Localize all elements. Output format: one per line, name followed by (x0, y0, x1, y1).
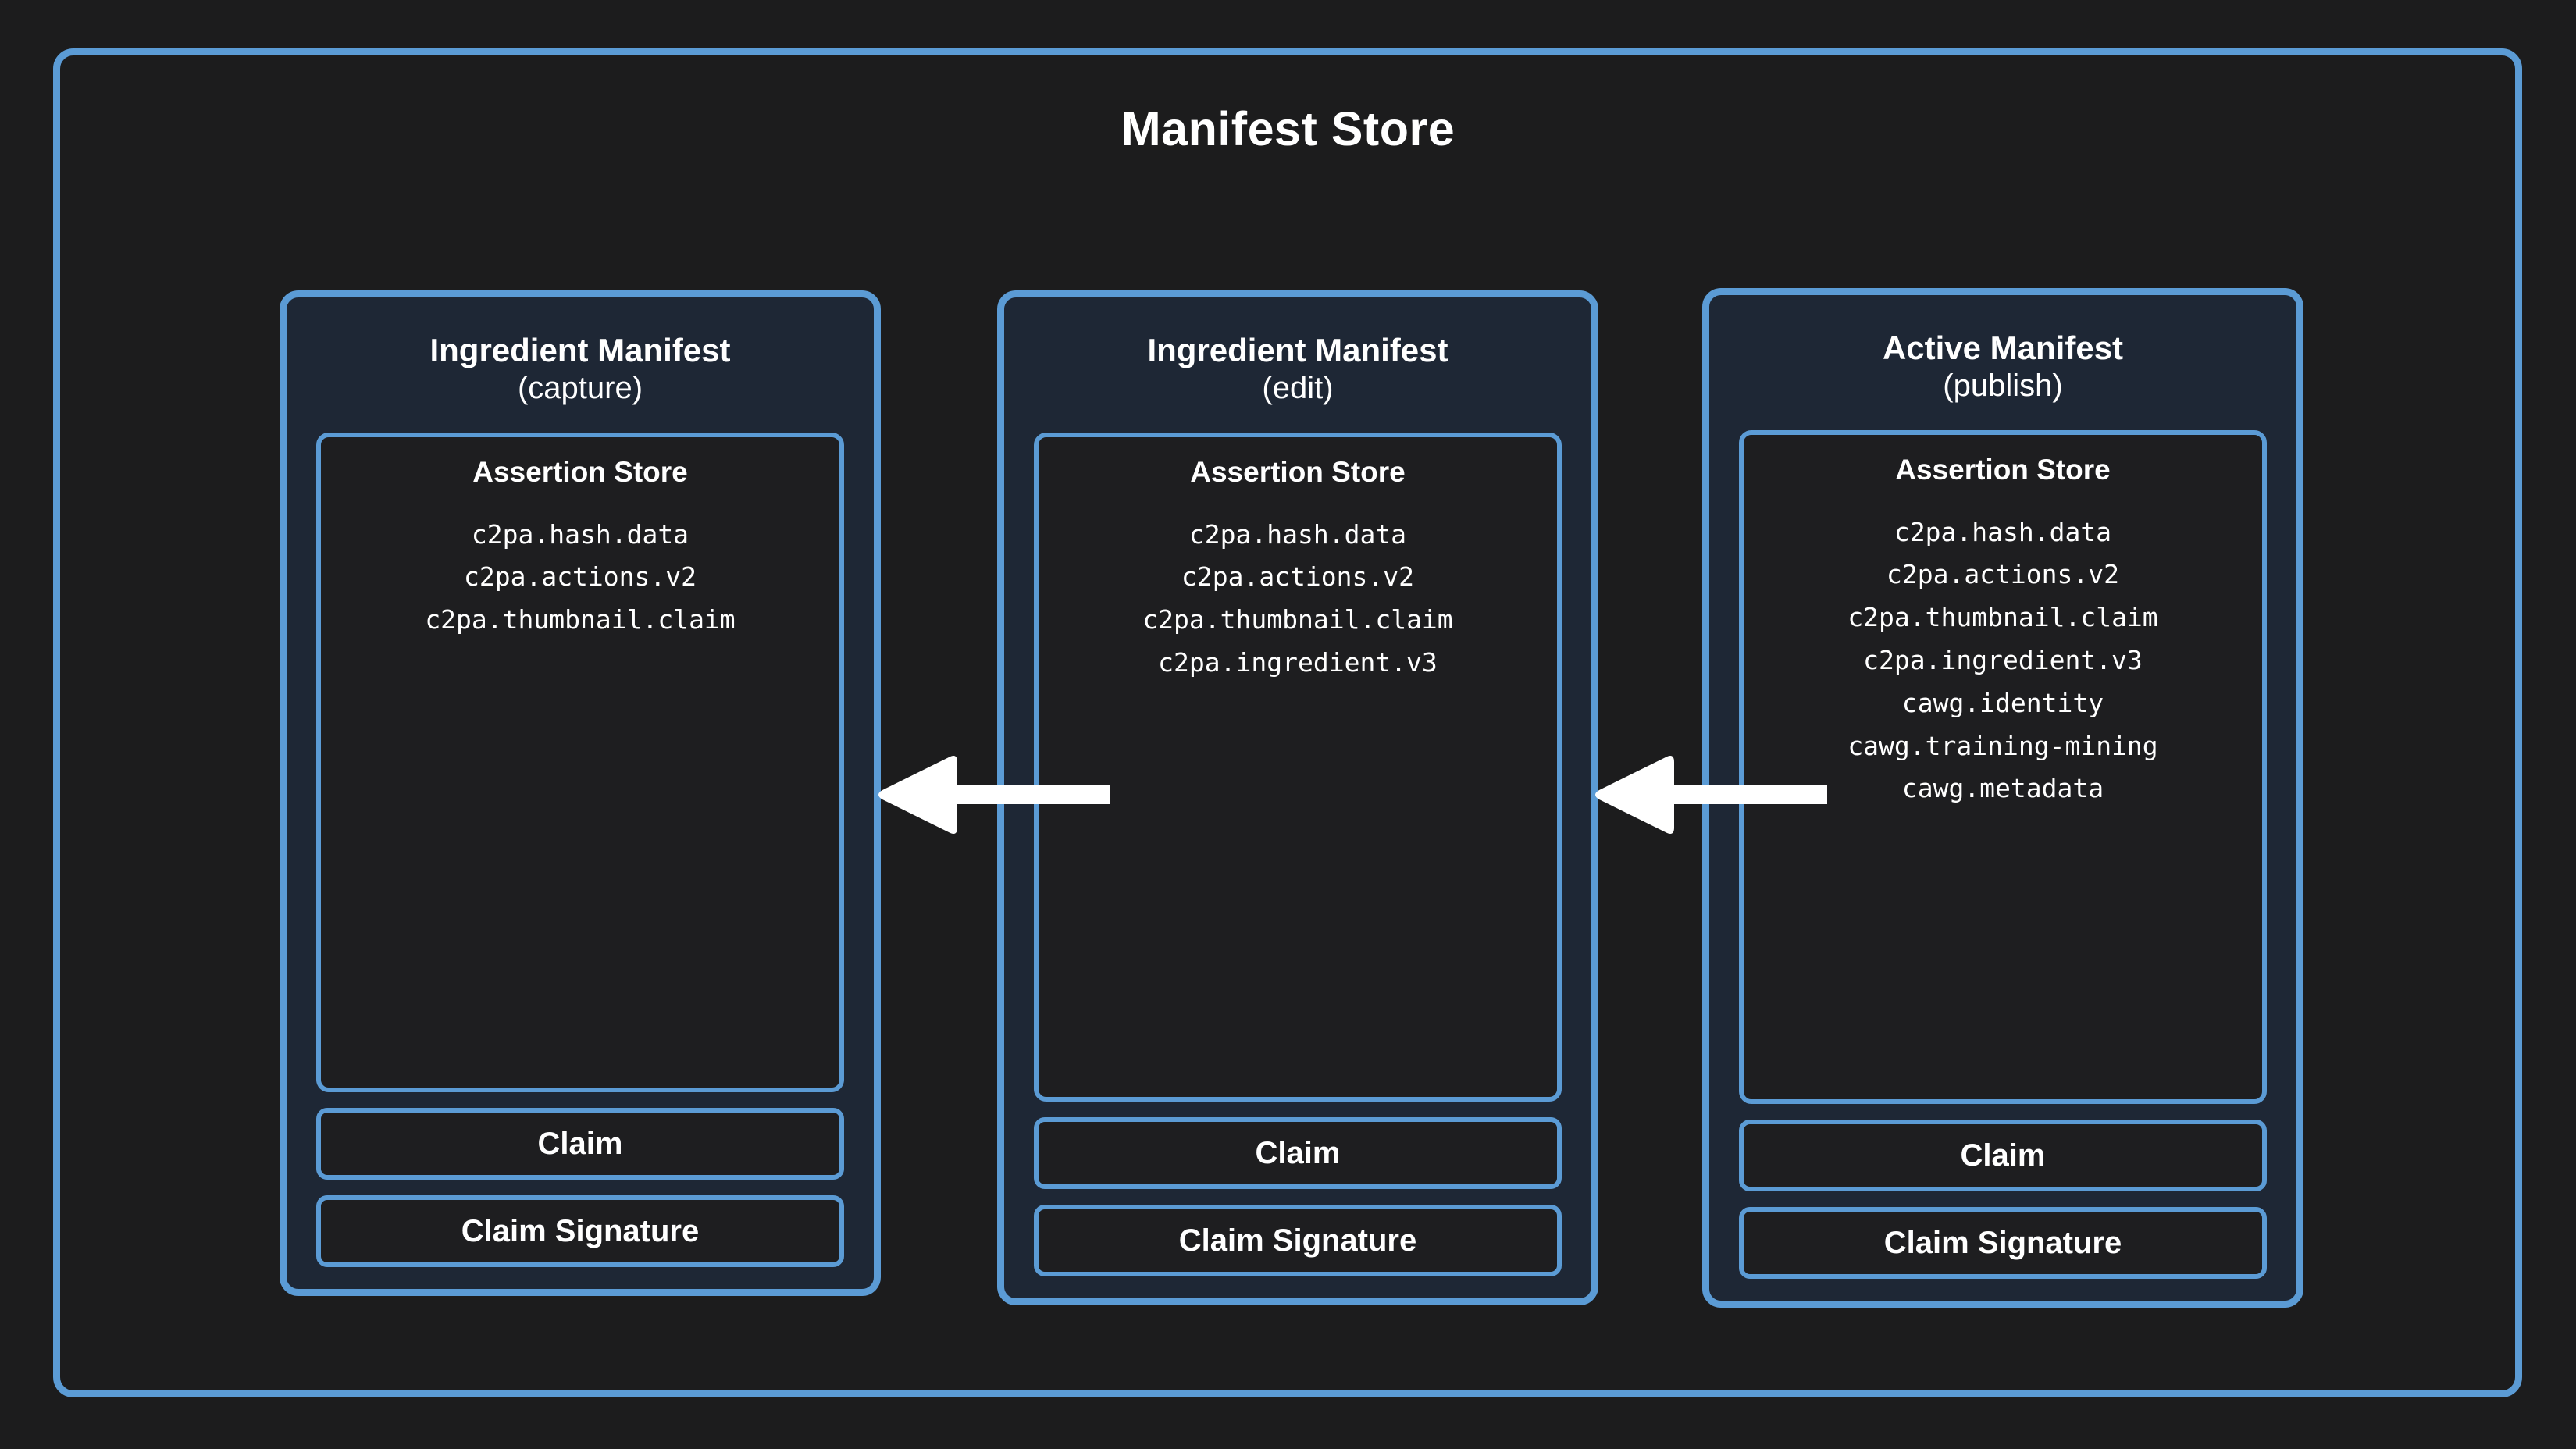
assertion-store-box: Assertion Store c2pa.hash.data c2pa.acti… (316, 432, 844, 1092)
assertion-item: c2pa.hash.data (1188, 518, 1407, 550)
panel-header: Ingredient Manifest (capture) (316, 297, 844, 415)
assertion-item: c2pa.ingredient.v3 (1863, 644, 2143, 675)
claim-signature-label: Claim Signature (1178, 1223, 1417, 1258)
claim-signature-box[interactable]: Claim Signature (316, 1195, 844, 1267)
claim-label: Claim (537, 1126, 623, 1161)
page-title: Manifest Store (1121, 102, 1455, 155)
claim-signature-box[interactable]: Claim Signature (1739, 1207, 2267, 1279)
assertion-item: cawg.training-mining (1847, 730, 2158, 761)
assertion-store-box: Assertion Store c2pa.hash.data c2pa.acti… (1034, 432, 1562, 1102)
assertion-item: c2pa.thumbnail.claim (1142, 604, 1453, 635)
assertion-item: c2pa.ingredient.v3 (1158, 646, 1438, 678)
claim-box[interactable]: Claim (1034, 1117, 1562, 1189)
assertion-item: c2pa.hash.data (471, 518, 689, 550)
panel-title: Active Manifest (1882, 329, 2124, 366)
assertion-store-title: Assertion Store (1190, 455, 1406, 488)
claim-box[interactable]: Claim (316, 1108, 844, 1180)
assertion-store-box: Assertion Store c2pa.hash.data c2pa.acti… (1739, 429, 2267, 1104)
assertion-list: c2pa.hash.data c2pa.actions.v2 c2pa.thum… (425, 514, 735, 642)
manifest-panel-ingredient-edit[interactable]: Ingredient Manifest (edit) Assertion Sto… (997, 290, 1598, 1305)
claim-signature-box[interactable]: Claim Signature (1034, 1205, 1562, 1276)
claim-label: Claim (1255, 1135, 1341, 1170)
claim-label: Claim (1960, 1137, 2046, 1173)
assertion-item: cawg.metadata (1901, 773, 2104, 804)
panel-subtitle: (publish) (1943, 368, 2063, 403)
claim-signature-label: Claim Signature (461, 1213, 700, 1248)
assertion-list: c2pa.hash.data c2pa.actions.v2 c2pa.thum… (1847, 511, 2157, 810)
panel-subtitle: (edit) (1262, 370, 1334, 405)
assertion-item: cawg.identity (1901, 687, 2104, 718)
assertion-item: c2pa.thumbnail.claim (425, 604, 736, 635)
manifest-panel-ingredient-capture[interactable]: Ingredient Manifest (capture) Assertion … (280, 290, 881, 1296)
panel-title: Ingredient Manifest (429, 332, 731, 368)
assertion-store-title: Assertion Store (1895, 453, 2111, 486)
assertion-item: c2pa.actions.v2 (1181, 561, 1414, 593)
assertion-item: c2pa.hash.data (1894, 516, 2112, 547)
manifest-store-frame (53, 48, 2522, 1397)
panel-header: Ingredient Manifest (edit) (1034, 297, 1562, 415)
panel-header: Active Manifest (publish) (1739, 295, 2267, 413)
claim-box[interactable]: Claim (1739, 1120, 2267, 1191)
assertion-item: c2pa.actions.v2 (463, 561, 697, 593)
assertion-item: c2pa.thumbnail.claim (1847, 602, 2158, 633)
panel-subtitle: (capture) (517, 370, 643, 405)
manifest-panel-active-publish[interactable]: Active Manifest (publish) Assertion Stor… (1702, 288, 2303, 1308)
claim-signature-label: Claim Signature (1883, 1225, 2122, 1260)
panel-title: Ingredient Manifest (1147, 332, 1448, 368)
assertion-store-title: Assertion Store (472, 455, 688, 488)
assertion-list: c2pa.hash.data c2pa.actions.v2 c2pa.thum… (1142, 514, 1452, 685)
assertion-item: c2pa.actions.v2 (1886, 559, 2119, 590)
